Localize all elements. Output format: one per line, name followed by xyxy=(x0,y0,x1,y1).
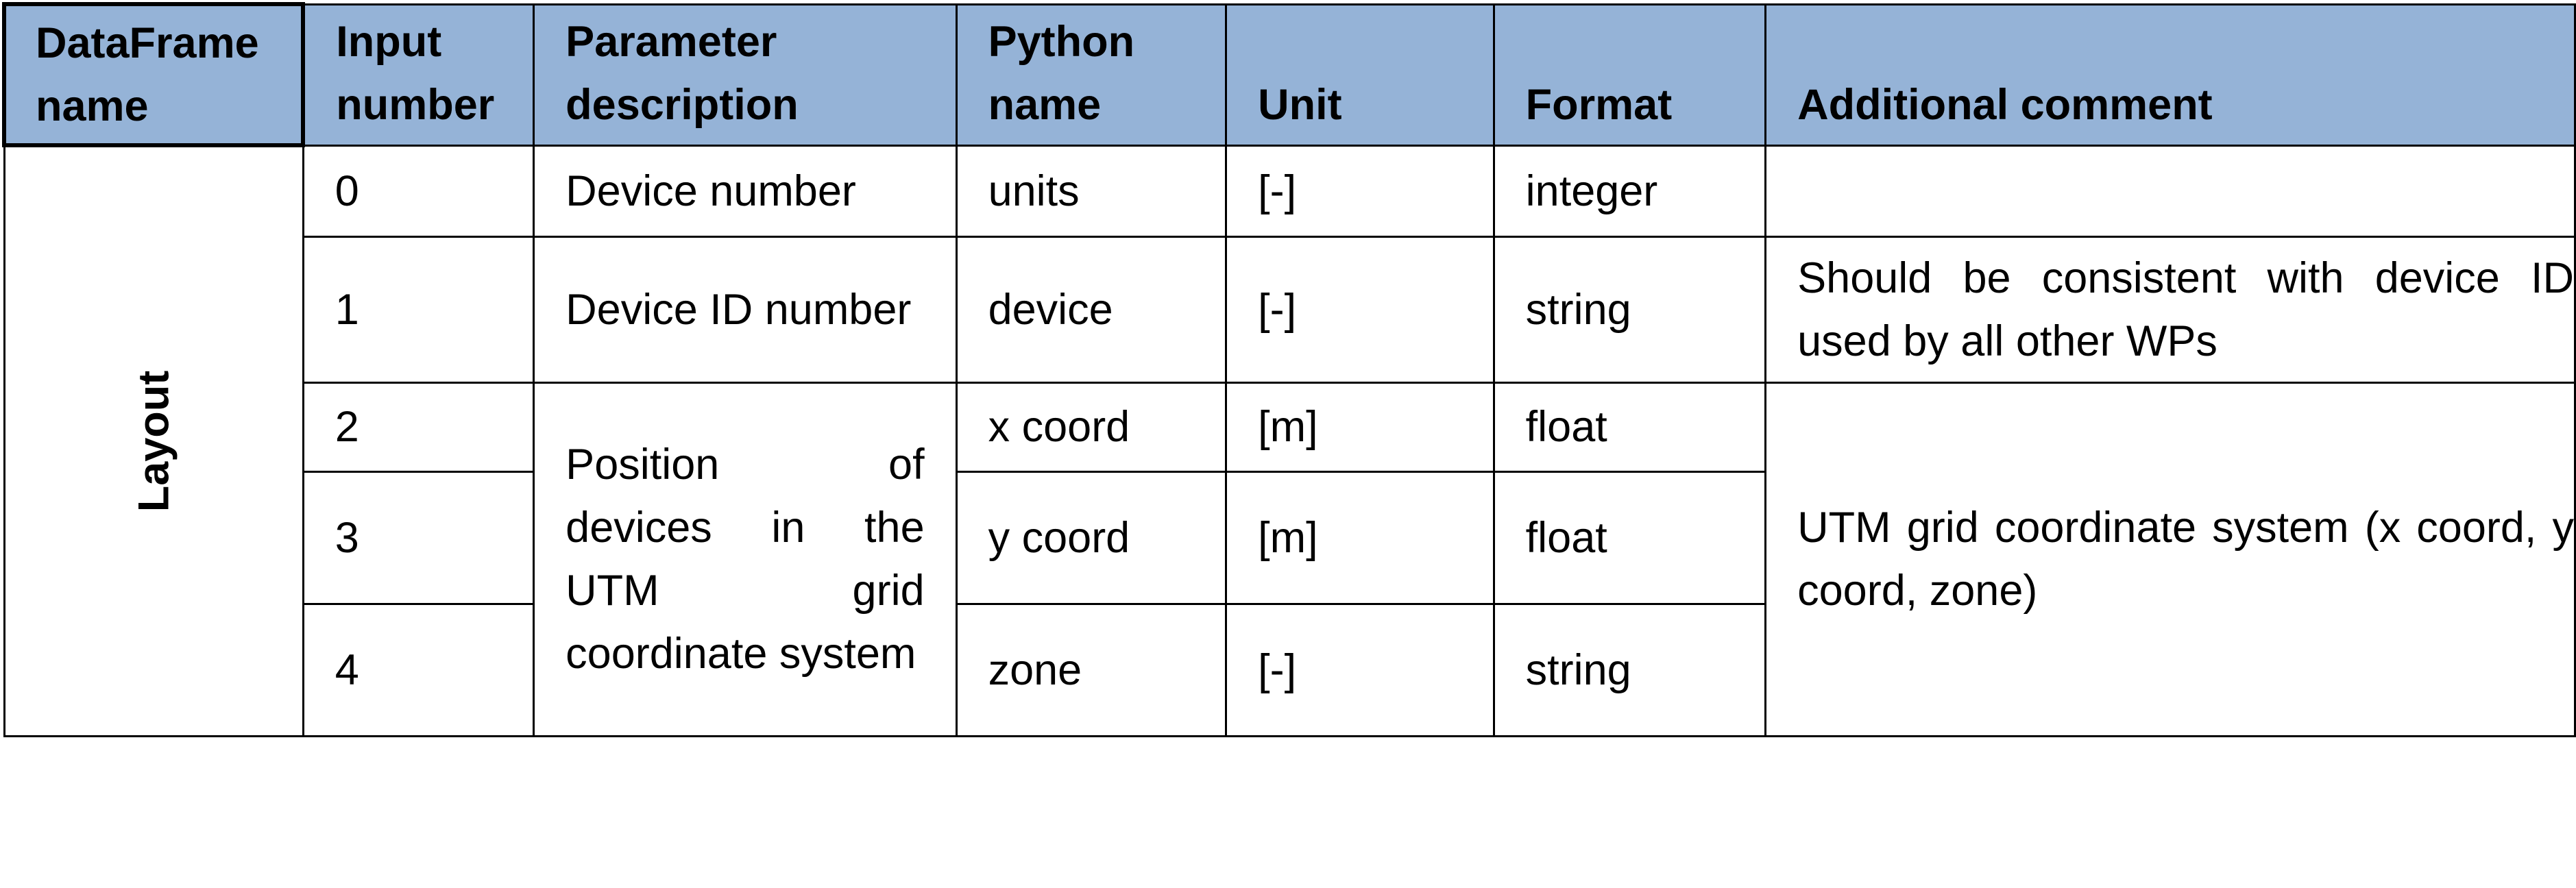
unit-cell: [m] xyxy=(1225,470,1495,605)
header-parameter-description: Parameter description xyxy=(533,3,958,147)
comment-cell xyxy=(1764,144,2576,238)
unit-cell: [-] xyxy=(1225,144,1495,238)
input-number-cell: 3 xyxy=(302,470,535,605)
input-number-cell: 1 xyxy=(302,235,535,384)
parameter-description-cell: Device ID number xyxy=(533,235,958,384)
format-cell: integer xyxy=(1492,144,1767,238)
unit-cell: [m] xyxy=(1225,381,1495,473)
header-dataframe-name: DataFrame name xyxy=(1,2,306,147)
unit-cell: [-] xyxy=(1225,602,1495,737)
python-name-cell: y coord xyxy=(955,470,1228,605)
python-name-cell: units xyxy=(955,144,1228,238)
header-input-number: Input number xyxy=(302,3,535,147)
dataframe-name-cell: Layout xyxy=(3,144,304,737)
input-number-cell: 2 xyxy=(302,381,535,473)
merged-comment-cell: UTM grid coordinate system (x coord, y c… xyxy=(1764,381,2576,737)
input-number-cell: 4 xyxy=(302,602,535,737)
python-name-cell: zone xyxy=(955,602,1228,737)
format-cell: string xyxy=(1492,235,1767,384)
python-name-cell: x coord xyxy=(955,381,1228,473)
header-format: Format xyxy=(1492,3,1767,147)
format-cell: float xyxy=(1492,470,1767,605)
table-row: 4 zone [-] string xyxy=(4,602,2575,737)
input-number-cell: 0 xyxy=(302,144,535,238)
comment-cell: Should be consistent with device ID used… xyxy=(1764,235,2576,384)
header-python-name: Python name xyxy=(955,3,1228,147)
header-unit: Unit xyxy=(1225,3,1495,147)
table-row: 2 Position of devices in the UTM grid co… xyxy=(4,381,2576,737)
parameter-table: DataFrame name Input number Parameter de… xyxy=(1,2,2576,737)
table-row: 3 y coord [m] float xyxy=(4,470,2575,605)
dataframe-name-label: Layout xyxy=(130,370,178,513)
format-cell: float xyxy=(1492,381,1767,473)
unit-cell: [-] xyxy=(1225,235,1495,384)
table-row: 1 Device ID number device [-] string Sho… xyxy=(4,235,2576,384)
merged-description-cell: Position of devices in the UTM grid coor… xyxy=(533,381,958,737)
python-name-cell: device xyxy=(955,235,1228,384)
parameter-description-cell: Device number xyxy=(533,144,958,238)
table-row: Layout 0 Device number units [-] integer xyxy=(3,144,2576,737)
header-additional-comment: Additional comment xyxy=(1764,3,2576,147)
format-cell: string xyxy=(1492,602,1767,737)
header-row: DataFrame name Input number Parameter de… xyxy=(1,2,2576,147)
